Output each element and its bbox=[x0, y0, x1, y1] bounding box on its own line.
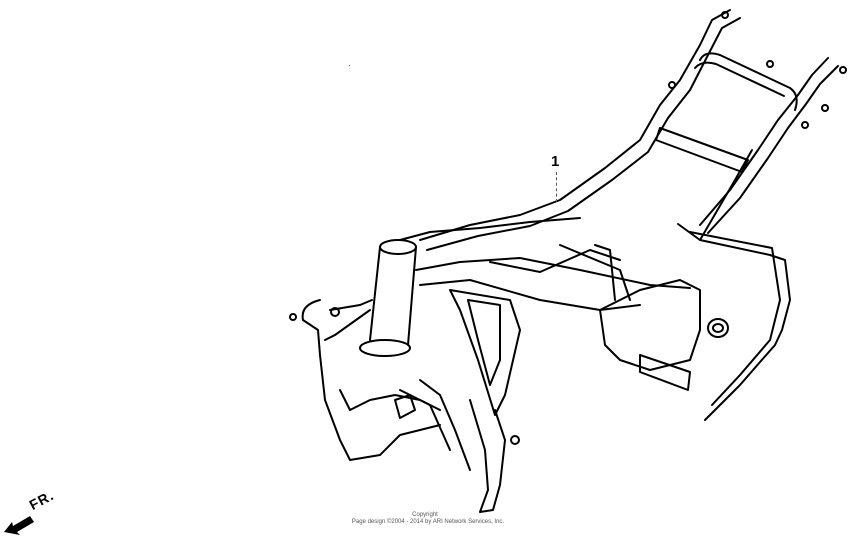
gusset-plate bbox=[449, 289, 521, 416]
head-tube-top bbox=[379, 239, 417, 255]
cross-plate bbox=[655, 127, 749, 173]
callout-leader-line bbox=[556, 172, 557, 202]
callout-number-1: 1 bbox=[551, 153, 560, 170]
stray-dot bbox=[349, 65, 350, 66]
left-seat-rail bbox=[419, 9, 731, 241]
rear-loop bbox=[699, 52, 798, 111]
right-seat-rail bbox=[699, 57, 829, 226]
head-tube bbox=[369, 246, 417, 346]
arrow-front-icon bbox=[4, 516, 34, 535]
copyright-notice: Page design ©2004 - 2014 by ARI Network … bbox=[351, 519, 505, 525]
copyright-title: Copyright bbox=[412, 512, 438, 518]
